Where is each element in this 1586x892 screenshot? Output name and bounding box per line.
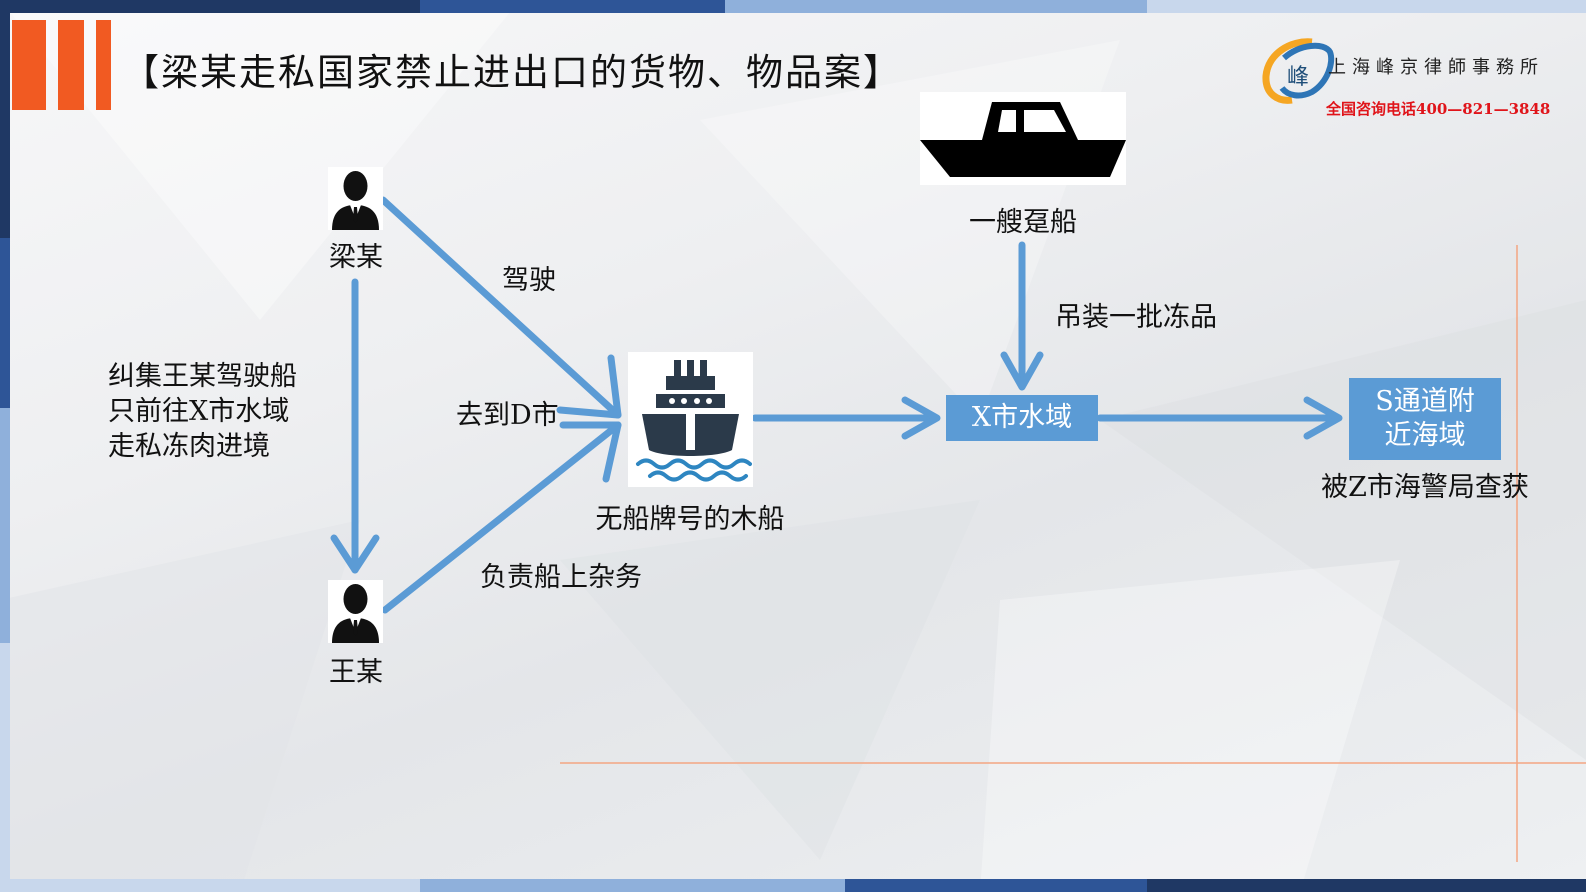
page-title: 【梁某走私国家禁止进出口的货物、物品案】 — [122, 51, 902, 94]
recruit-line-2: 只前往X市水域 — [108, 396, 290, 427]
bottom-strip-pale — [0, 879, 420, 892]
arrow-liang-ship — [379, 196, 622, 419]
speedboat-label: 一艘趸船 — [969, 207, 1077, 238]
title-bar-3 — [96, 20, 111, 110]
liang-label: 梁某 — [329, 242, 383, 273]
drive-label: 驾驶 — [502, 265, 556, 296]
recruit-line-1: 纠集王某驾驶船 — [108, 361, 297, 392]
bottom-strip-mid — [845, 879, 1147, 892]
firm-name: 上海峰京律師事務所 — [1328, 57, 1544, 78]
speedboat-icon-box — [920, 92, 1126, 185]
top-strip-light — [725, 0, 1147, 13]
businessman-icon — [332, 584, 379, 643]
bottom-strip-dark — [1147, 879, 1586, 892]
top-strip-pale — [1147, 0, 1586, 13]
title-bar-1 — [12, 20, 46, 110]
s-channel-line-1: S通道附 — [1375, 386, 1475, 417]
wooden-boat-label: 无船牌号的木船 — [595, 504, 785, 535]
logo-glyph: 峰 — [1287, 65, 1309, 90]
law-firm-logo: 峰 — [1262, 38, 1335, 104]
chores-label: 负责船上杂务 — [480, 562, 642, 593]
arrow-head-liang-wang — [330, 534, 380, 574]
arrow-head-liang-ship — [556, 354, 622, 419]
speedboat-icon — [920, 102, 1126, 177]
top-strip-mid — [420, 0, 725, 13]
hoist-label: 吊装一批冻品 — [1055, 302, 1217, 333]
arrow-head-wang-ship — [559, 421, 622, 483]
wooden-boat-icon-box — [628, 352, 753, 487]
left-strip-dark — [0, 13, 10, 238]
arrow-head-boat-x — [1000, 351, 1044, 391]
s-channel-box: S通道附 近海域 — [1349, 378, 1501, 460]
wang-avatar — [328, 580, 383, 643]
left-strip-light — [0, 408, 10, 643]
go-d-label: 去到D市 — [456, 400, 559, 431]
bottom-strip-light — [420, 879, 845, 892]
wang-label: 王某 — [329, 657, 383, 688]
liang-avatar — [328, 167, 383, 230]
arrow-wang-ship — [381, 421, 622, 614]
seized-label: 被Z市海警局查获 — [1321, 472, 1529, 503]
top-strip-dark — [0, 0, 420, 13]
title-bar-2 — [58, 20, 84, 110]
businessman-icon — [332, 171, 379, 230]
x-waters-box: X市水域 — [946, 395, 1098, 441]
x-waters-label: X市水域 — [971, 402, 1073, 433]
left-strip-pale — [0, 643, 10, 879]
arrow-head-x-s — [1303, 396, 1343, 440]
s-channel-line-2: 近海域 — [1384, 420, 1466, 451]
ship-icon — [636, 360, 752, 482]
firm-phone: 全国咨询电话400—821—3848 — [1326, 100, 1551, 118]
left-strip-mid — [0, 238, 10, 408]
recruit-label: 纠集王某驾驶船 只前往X市水域 走私冻肉进境 — [108, 359, 297, 464]
arrow-head-ship-x — [901, 396, 941, 440]
recruit-line-3: 走私冻肉进境 — [108, 431, 270, 462]
